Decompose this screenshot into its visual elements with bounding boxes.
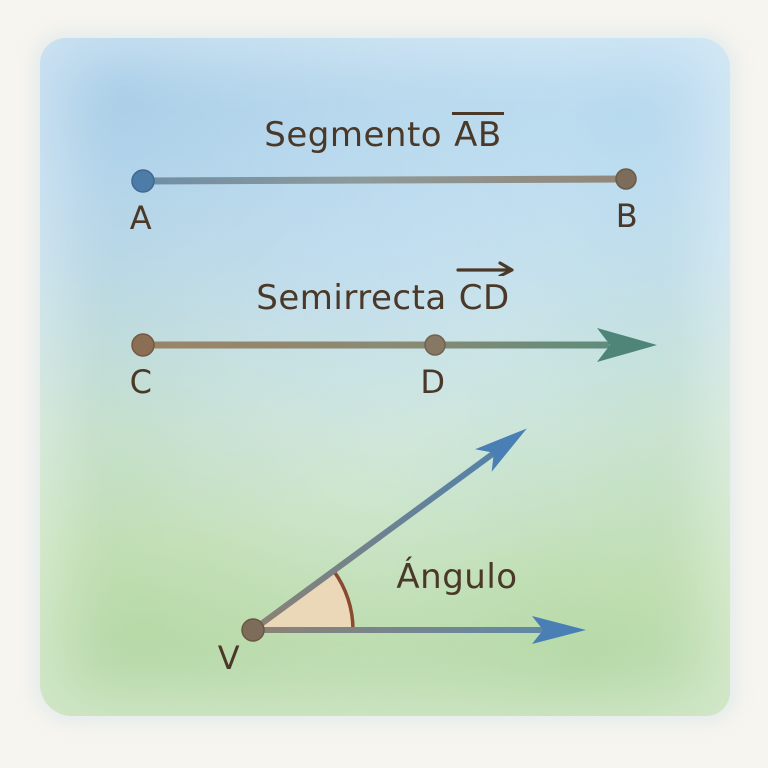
angle-ray-horizontal-arrowhead	[532, 616, 586, 644]
point-b-dot	[615, 168, 637, 190]
angle-label: Ángulo	[396, 557, 518, 597]
point-d-label: D	[420, 363, 446, 401]
ray-notation-cd: CD	[456, 261, 514, 318]
vector-arrow-icon	[456, 261, 514, 276]
vertex-v-label: V	[217, 639, 241, 677]
segment-ab-line	[139, 175, 630, 185]
point-c-dot	[131, 333, 155, 357]
watercolor-wash-background	[40, 38, 730, 716]
point-c-label: C	[129, 363, 153, 401]
ray-title-text: Semirrecta	[256, 278, 447, 318]
angle-ray-diagonal	[250, 447, 501, 633]
point-a-label: A	[129, 199, 153, 237]
ray-notation-text: CD	[458, 278, 510, 318]
angle-ray-diagonal-arrowhead	[475, 428, 527, 472]
point-a-dot	[131, 169, 155, 193]
point-d-dot	[424, 334, 446, 356]
vertex-v-dot	[241, 618, 265, 642]
segment-notation-ab: AB	[452, 112, 504, 152]
point-b-label: B	[615, 197, 639, 235]
ray-cd-arrowhead	[597, 328, 657, 362]
ray-title: Semirrecta CD	[0, 261, 768, 318]
angle-arc	[331, 568, 355, 632]
segment-title-text: Segmento	[264, 115, 443, 155]
